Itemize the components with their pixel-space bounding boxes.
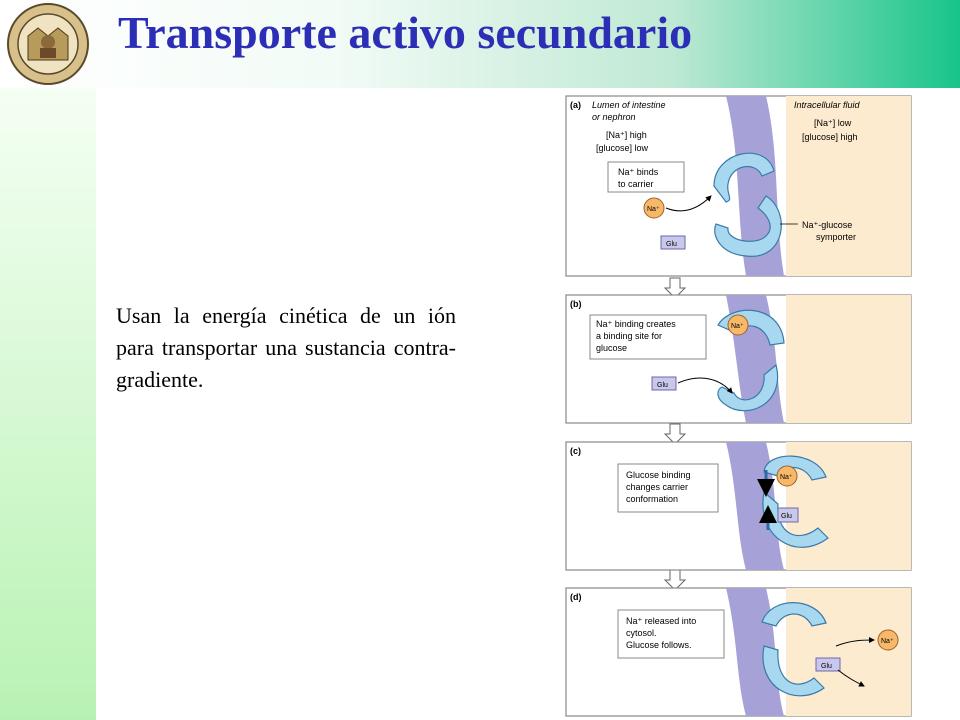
callout-box — [617, 609, 725, 659]
glucose-label: Glu — [781, 513, 792, 520]
callout-line-1: Na⁺ binds — [618, 167, 659, 177]
panel-letter: (d) — [570, 592, 582, 602]
glucose-tag — [815, 657, 841, 672]
carrier-upper — [713, 152, 775, 203]
step-arrow — [663, 277, 687, 299]
callout-line-3: glucose — [596, 343, 627, 353]
callout-box — [607, 161, 685, 193]
callout-line-1: Na⁺ released into — [626, 616, 696, 626]
glucose-tag — [777, 507, 799, 523]
panel-c: (c) Glucose binding changes carrier conf… — [565, 441, 912, 571]
intra-na: [Na⁺] low — [814, 118, 852, 128]
callout-line-3: Glucose follows. — [626, 640, 692, 650]
callout-line-2: changes carrier — [626, 482, 688, 492]
sodium-label: Na⁺ — [780, 474, 793, 481]
glucose-label: Glu — [666, 241, 677, 248]
glucose-tag — [660, 235, 686, 250]
slide-title: Transporte activo secundario — [118, 7, 693, 58]
panel-letter: (c) — [570, 446, 581, 456]
university-seal-logo — [7, 3, 89, 85]
callout-line-2: cytosol. — [626, 628, 657, 638]
callout-line-1: Na⁺ binding creates — [596, 319, 676, 329]
callout-line-2: to carrier — [618, 179, 654, 189]
callout-box — [617, 463, 719, 513]
step-arrow — [663, 423, 687, 445]
panel-letter: (b) — [570, 299, 582, 309]
side-gradient-bar — [0, 88, 96, 720]
lumen-title-1: Lumen of intestine — [592, 100, 666, 110]
sodium-label: Na⁺ — [881, 638, 894, 645]
symporter-figure: (a) Lumen of intestine or nephron [Na⁺] … — [565, 95, 912, 717]
follow-arrow — [837, 669, 865, 687]
callout-line-2: a binding site for — [596, 331, 662, 341]
sodium-ion — [877, 629, 899, 651]
lumen-glucose: [glucose] low — [596, 143, 649, 153]
sodium-label: Na⁺ — [647, 206, 660, 213]
intra-glucose: [glucose] high — [802, 132, 858, 142]
sodium-ion — [727, 314, 749, 336]
symporter-label-2: symporter — [816, 232, 856, 242]
sodium-ion — [776, 465, 798, 487]
slide-body-text: Usan la energía cinética de un ión para … — [116, 303, 456, 392]
glucose-label: Glu — [657, 382, 668, 389]
lumen-title-2: or nephron — [592, 112, 636, 122]
slide-header: Transporte activo secundario — [0, 0, 960, 88]
panel-b: (b) Na⁺ binding creates a binding site f… — [565, 294, 912, 424]
glucose-tag — [651, 376, 677, 391]
lumen-na: [Na⁺] high — [606, 130, 647, 140]
sodium-ion — [643, 197, 665, 219]
panel-a: (a) Lumen of intestine or nephron [Na⁺] … — [565, 95, 912, 277]
release-arrow — [835, 637, 875, 647]
panel-d: (d) Na⁺ released into cytosol. Glucose f… — [565, 587, 912, 717]
binding-arrow — [677, 377, 733, 394]
callout-line-3: conformation — [626, 494, 678, 504]
panel-letter: (a) — [570, 100, 581, 110]
sodium-label: Na⁺ — [731, 323, 744, 330]
glucose-label: Glu — [821, 663, 832, 670]
callout-box — [589, 314, 707, 360]
symporter-label-1: Na⁺-glucose — [802, 220, 852, 230]
carrier-lower — [714, 195, 782, 257]
intra-title: Intracellular fluid — [794, 100, 861, 110]
step-arrow — [663, 569, 687, 591]
binding-arrow — [665, 195, 712, 212]
callout-line-1: Glucose binding — [626, 470, 691, 480]
